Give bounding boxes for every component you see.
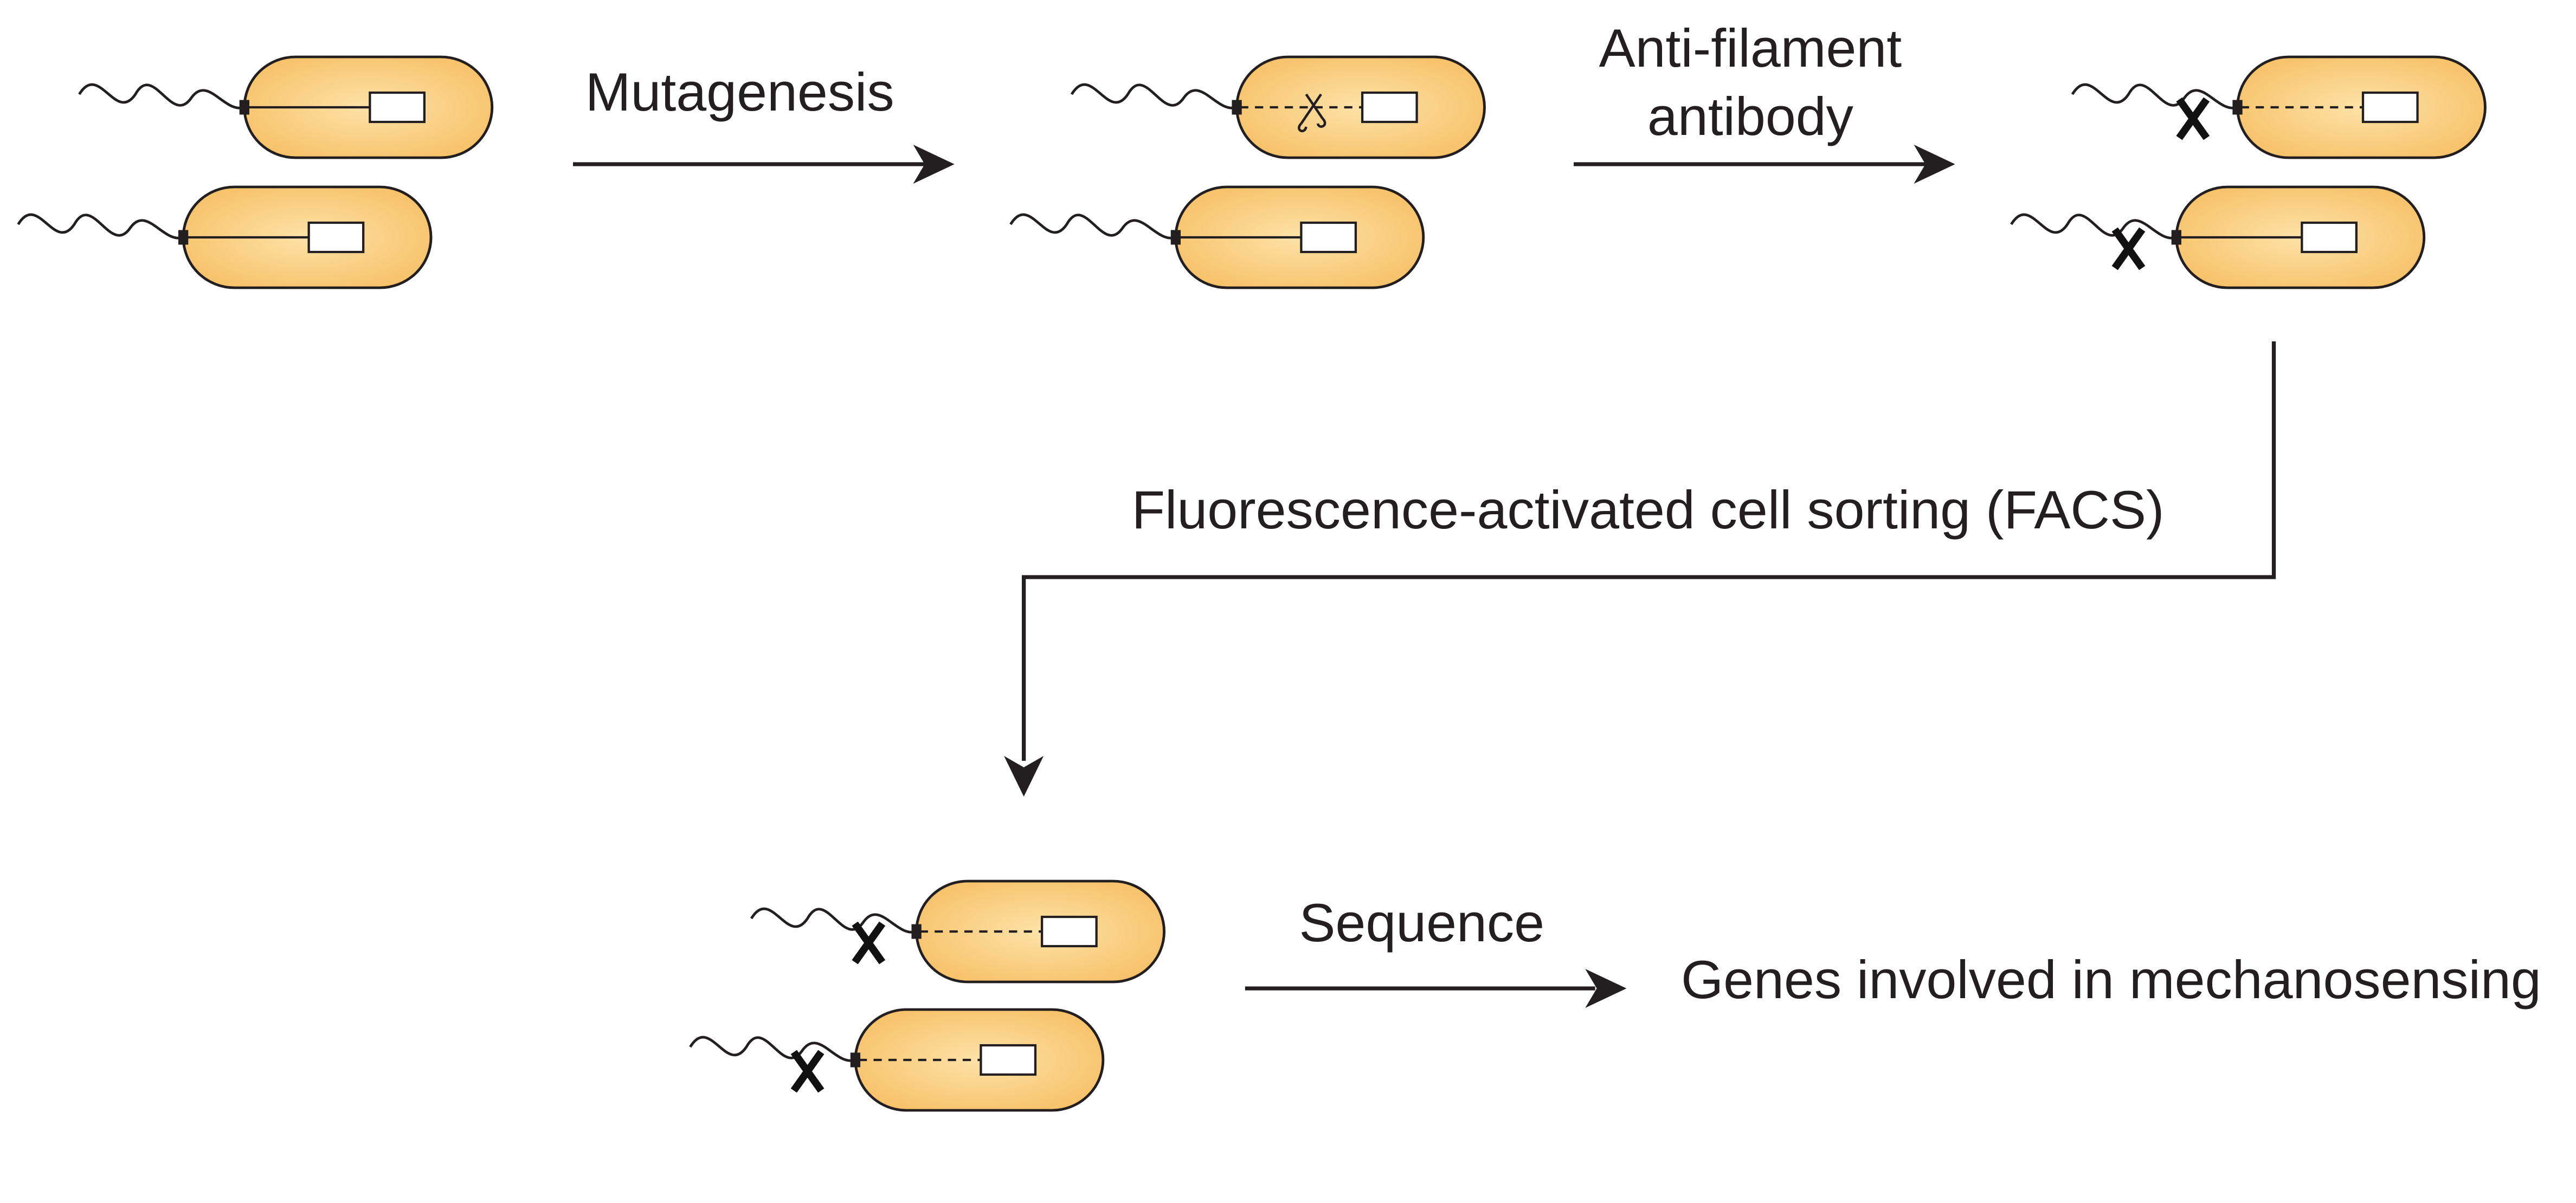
arrowhead [1914, 145, 1955, 184]
sequence-step: Sequence [1245, 894, 1627, 1008]
antibody-label-line1: Anti-filament [1599, 19, 1902, 79]
bacterium-cell-mutant [751, 881, 1164, 982]
elbow-arrow [1021, 341, 2276, 761]
cell-group-wild-type [18, 57, 492, 288]
bacterium-cell-mutant [2072, 57, 2485, 158]
mutagenesis-label: Mutagenesis [585, 63, 894, 122]
arrowhead [913, 145, 955, 184]
facs-step: Fluorescence-activated cell sorting (FAC… [1004, 341, 2276, 797]
result-label: Genes involved in mechanosensing [1681, 950, 2541, 1010]
x-mark-icon [857, 927, 880, 959]
bacterium-cell [79, 57, 492, 158]
sequence-label: Sequence [1299, 894, 1544, 953]
arrowhead [1585, 969, 1627, 1008]
bacterium-cell-mutant [1072, 57, 1485, 158]
antibody-label-line2: antibody [1647, 87, 1853, 147]
mutagenesis-step: Mutagenesis [573, 63, 955, 184]
arrowhead [1004, 756, 1044, 797]
cell-group-mutagenized [1010, 57, 1484, 288]
x-mark-icon [2117, 232, 2140, 265]
bacterium-cell [2011, 187, 2424, 288]
bacterium-cell [1010, 187, 1424, 288]
antibody-step: Anti-filament antibody [1573, 19, 1955, 184]
bacterium-cell [18, 187, 432, 288]
facs-label: Fluorescence-activated cell sorting (FAC… [1132, 481, 2165, 540]
cell-group-sorted [690, 881, 1164, 1110]
x-mark-icon [796, 1055, 819, 1088]
cell-group-antibody-labeled [2011, 57, 2485, 288]
bacterium-cell-mutant [690, 1010, 1103, 1110]
x-mark-icon [2181, 102, 2205, 135]
